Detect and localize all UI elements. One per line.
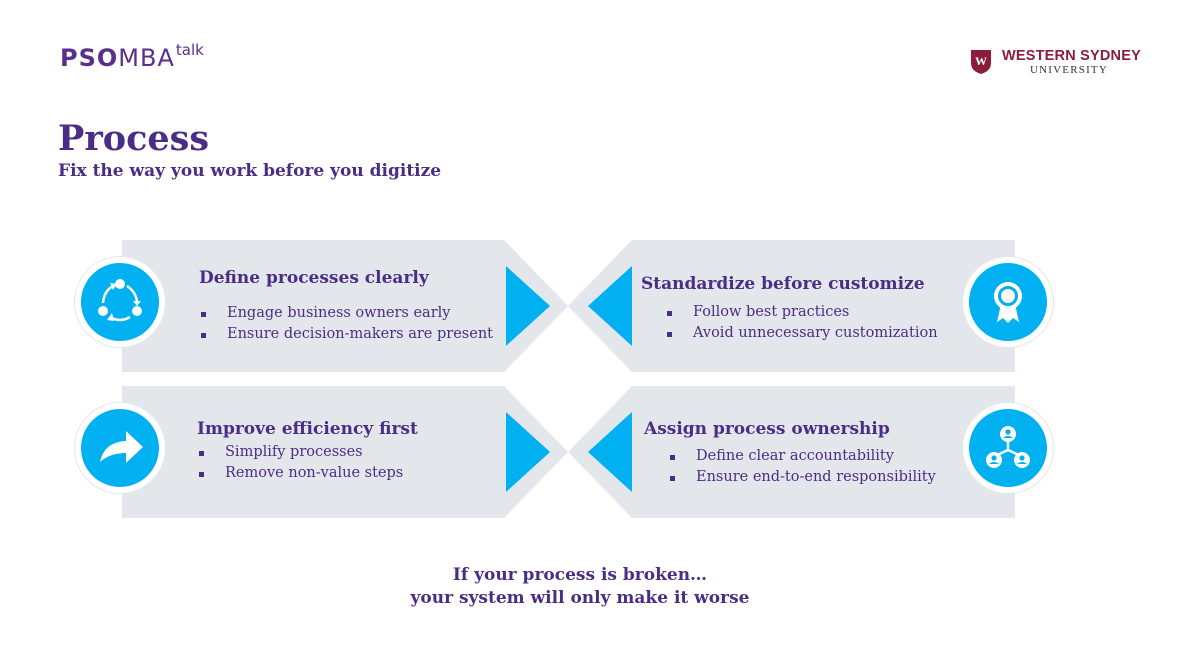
left-arrow-top (588, 266, 632, 346)
cycle-arrows-icon (75, 257, 165, 347)
list-item: Remove non-value steps (197, 463, 403, 484)
card-bullets-define: Engage business owners early Ensure deci… (199, 303, 493, 345)
list-item: Ensure decision-makers are present (199, 324, 493, 345)
forward-arrow-icon (75, 403, 165, 493)
slide-title: Process (58, 118, 210, 159)
card-heading-assign: Assign process ownership (644, 419, 890, 439)
right-arrow-bottom (506, 412, 550, 492)
tagline-line-2: your system will only make it worse (410, 588, 750, 608)
tagline-line-1: If your process is broken… (452, 565, 708, 585)
card-bullets-assign: Define clear accountability Ensure end-t… (668, 446, 936, 488)
logo-mba: MBA (118, 44, 175, 72)
university-name: WESTERN SYDNEY (1002, 48, 1141, 64)
logo-pso: PSO (60, 44, 119, 72)
panel-improve-efficiency (122, 386, 568, 518)
card-heading-improve: Improve efficiency first (197, 419, 418, 439)
university-subname: UNIVERSITY (1030, 64, 1108, 76)
right-arrow-top (506, 266, 550, 346)
list-item: Ensure end-to-end responsibility (668, 467, 936, 488)
university-shield-icon: W (971, 50, 991, 74)
panel-assign-ownership (568, 386, 1015, 518)
university-logo: W WESTERN SYDNEY UNIVERSITY (970, 48, 1150, 80)
list-item: Avoid unnecessary customization (665, 323, 938, 344)
shield-letter: W (975, 54, 987, 68)
list-item: Simplify processes (197, 442, 403, 463)
panel-standardize (568, 240, 1015, 372)
logo-talk: talk (175, 41, 204, 59)
card-heading-standardize: Standardize before customize (641, 274, 925, 294)
card-heading-define: Define processes clearly (199, 268, 429, 288)
list-item: Define clear accountability (668, 446, 936, 467)
card-bullets-improve: Simplify processes Remove non-value step… (197, 442, 403, 484)
panel-define-processes (122, 240, 568, 372)
pso-mba-talk-logo: PSOMBAtalk (60, 43, 204, 72)
list-item: Engage business owners early (199, 303, 493, 324)
people-network-icon (963, 403, 1053, 493)
slide-subtitle: Fix the way you work before you digitize (58, 161, 442, 181)
card-bullets-standardize: Follow best practices Avoid unnecessary … (665, 302, 938, 344)
award-ribbon-icon (963, 257, 1053, 347)
list-item: Follow best practices (665, 302, 938, 323)
left-arrow-bottom (588, 412, 632, 492)
